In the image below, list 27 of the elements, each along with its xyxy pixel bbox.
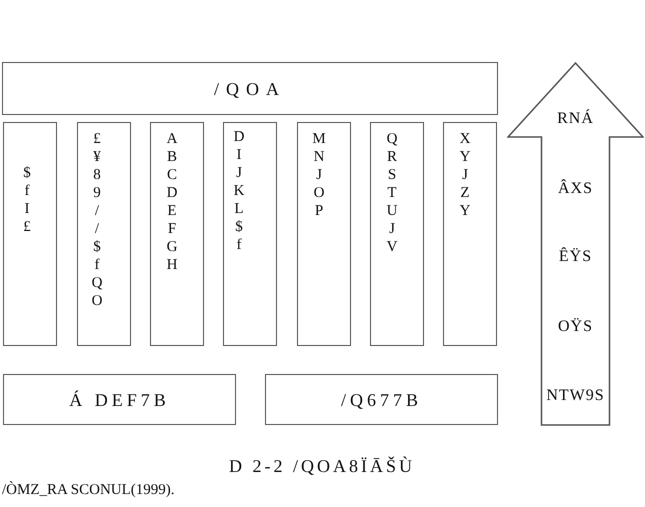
- pillar-box: [370, 122, 424, 346]
- level-label: ÂXS: [558, 180, 593, 198]
- source-note: /ÒMZ_RA SCONUL(1999).: [2, 482, 175, 499]
- box-label: Á DEF7B: [69, 390, 170, 410]
- figure-caption: D 2-2 /QOA8ÏĀŠÙ: [229, 456, 415, 476]
- pillar-box: [77, 122, 131, 346]
- pillar-box: [443, 122, 497, 346]
- pillar-label: ABCDEFGH: [163, 131, 180, 275]
- pillar-label: $fI£: [18, 165, 35, 237]
- level-label: RNÁ: [557, 110, 594, 128]
- box-label: /QOA: [214, 78, 286, 98]
- pillar-label: QRSTUJV: [383, 131, 400, 257]
- pillar-label: XYJZY: [456, 131, 473, 221]
- pillar-label: MNJOP: [310, 131, 327, 221]
- level-label: OŸS: [558, 318, 593, 336]
- pillar-box: [297, 122, 351, 346]
- pillar-label: £¥89//$fQO: [88, 131, 105, 311]
- pillar-box: [150, 122, 204, 346]
- level-label: NTW9S: [546, 387, 605, 405]
- pillar-box: [223, 122, 277, 346]
- pillar-box: [3, 122, 57, 346]
- level-label: ÊŸS: [558, 248, 592, 266]
- foundation-box: [265, 374, 498, 425]
- roof-box: [2, 62, 498, 115]
- foundation-box: [3, 374, 236, 425]
- pillar-label: DIJKL$f: [230, 129, 247, 255]
- box-label: /Q677B: [340, 390, 422, 410]
